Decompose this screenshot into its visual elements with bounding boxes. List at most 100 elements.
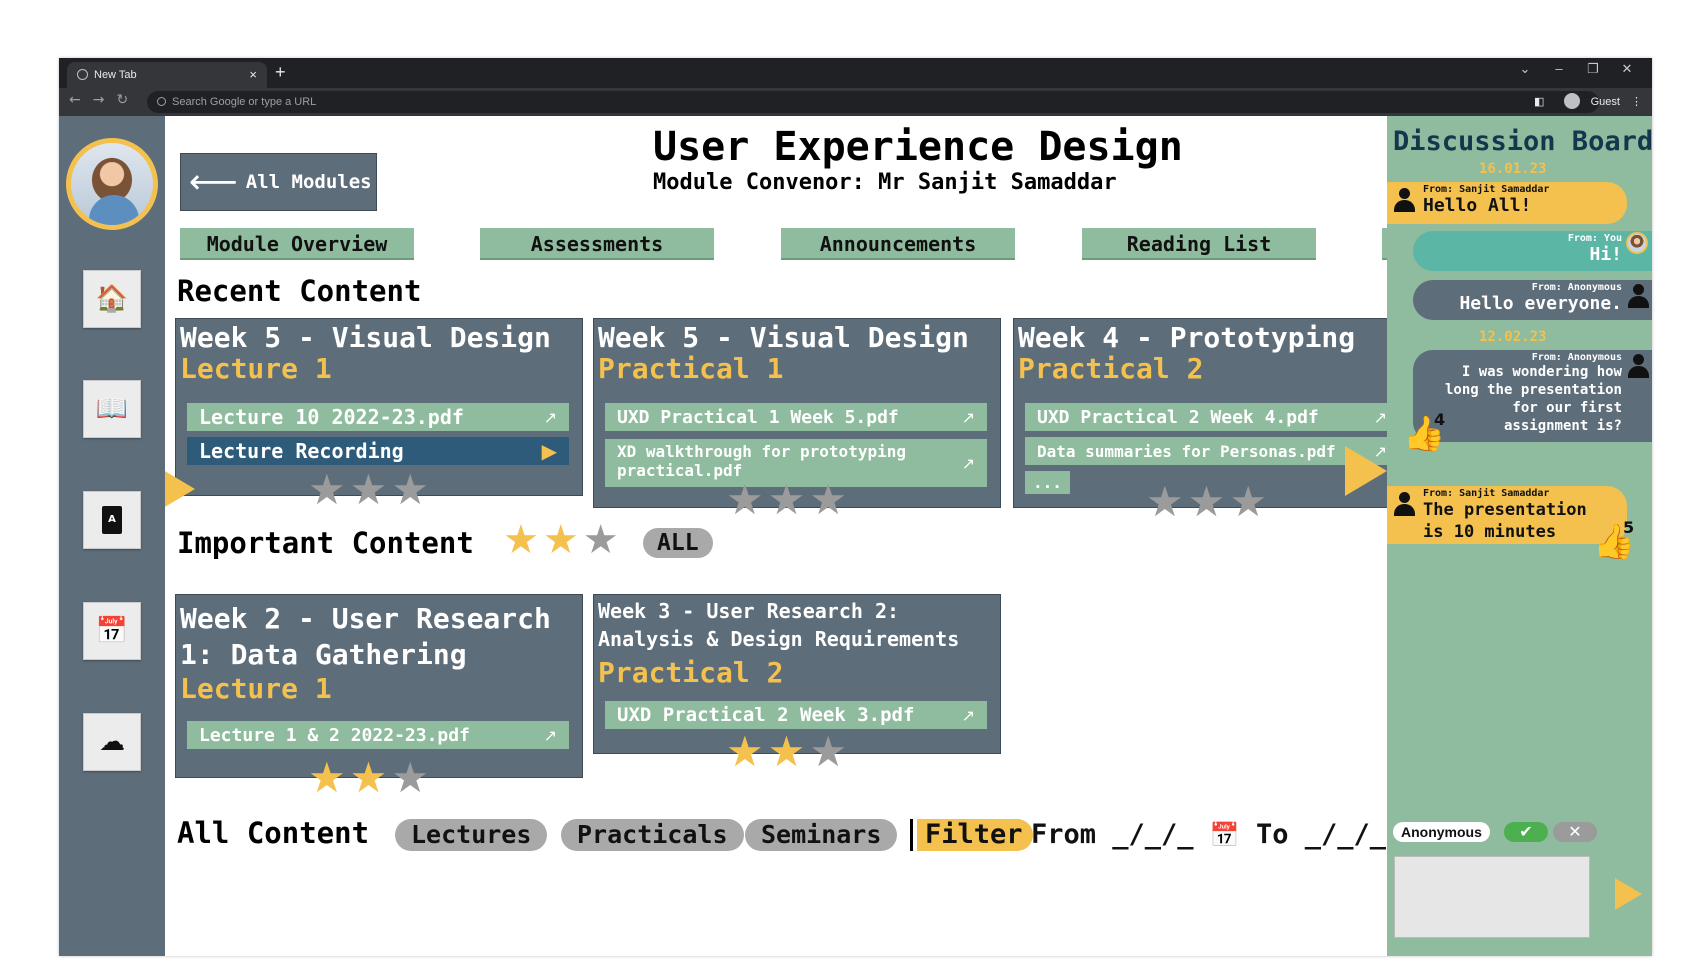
star-icon[interactable]: ★ xyxy=(1146,477,1188,526)
star-icon[interactable]: ★ xyxy=(391,753,433,802)
forward-arrow-icon[interactable]: → xyxy=(92,92,105,108)
message-body: Hi! xyxy=(1589,244,1622,265)
star-icon[interactable]: ★ xyxy=(503,517,543,563)
star-icon[interactable]: ★ xyxy=(582,517,623,563)
star-icon[interactable]: ★ xyxy=(308,753,350,802)
star-icon[interactable]: ★ xyxy=(391,465,433,514)
from-date-field[interactable]: From _/_/_ xyxy=(1031,819,1194,850)
scroll-right-arrow[interactable] xyxy=(1345,446,1387,496)
cloud-upload-icon[interactable]: ☁ xyxy=(83,713,141,771)
confirm-icon[interactable]: ✔ xyxy=(1504,822,1548,842)
star-icon[interactable]: ★ xyxy=(1187,477,1230,526)
star-icon[interactable]: ★ xyxy=(308,465,350,514)
close-window-button[interactable]: ✕ xyxy=(1621,61,1633,76)
message-sender: From: Anonymous xyxy=(1531,352,1622,363)
recent-card[interactable]: Week 4 - Prototyping Practical 2 UXD Pra… xyxy=(1013,318,1387,523)
new-tab-button[interactable]: + xyxy=(275,62,286,82)
tab-close-icon[interactable]: × xyxy=(249,67,257,82)
card-title-line: Analysis & Design Requirements xyxy=(598,627,960,651)
filter-button[interactable]: Filter xyxy=(917,819,1033,851)
card-title: Week 5 - Visual Design xyxy=(598,321,969,354)
rating-stars[interactable]: ★★★ xyxy=(726,731,851,773)
omnibox[interactable]: Search Google or type a URL xyxy=(147,91,1599,113)
star-icon[interactable]: ★ xyxy=(349,465,392,514)
star-icon[interactable]: ★ xyxy=(767,727,810,776)
lectures-filter-pill[interactable]: Lectures xyxy=(395,819,548,851)
star-icon[interactable]: ★ xyxy=(349,753,392,802)
important-card[interactable]: Week 2 - User Research 1: Data Gathering… xyxy=(175,594,583,799)
importance-filter-stars[interactable]: ★★★ xyxy=(503,520,623,560)
dictionary-icon[interactable]: A xyxy=(83,491,141,549)
file-link[interactable]: UXD Practical 2 Week 4.pdf↗ xyxy=(1025,403,1387,431)
close-icon[interactable]: ✕ xyxy=(1553,822,1597,842)
star-icon[interactable]: ★ xyxy=(726,475,768,524)
file-link[interactable]: XD walkthrough for prototyping practical… xyxy=(605,439,987,487)
dictionary-glyph: A xyxy=(102,506,122,534)
browser-toolbar: ←→↻ Search Google or type a URL ◧ Guest … xyxy=(59,88,1652,116)
file-link[interactable]: Lecture 10 2022-23.pdf↗ xyxy=(187,403,569,431)
rating-stars[interactable]: ★★★ xyxy=(308,469,433,511)
important-card[interactable]: Week 3 - User Research 2: Analysis & Des… xyxy=(593,594,1001,773)
user-avatar[interactable] xyxy=(66,138,158,230)
message-input[interactable] xyxy=(1394,856,1590,938)
scroll-left-arrow[interactable] xyxy=(165,464,195,514)
search-icon xyxy=(157,97,166,106)
card-title-line: Week 2 - User Research xyxy=(180,602,551,635)
minimize-button[interactable]: – xyxy=(1555,61,1563,76)
recent-card[interactable]: Week 5 - Visual Design Practical 1 UXD P… xyxy=(593,318,1001,521)
back-arrow-icon[interactable]: ← xyxy=(69,92,81,108)
tab-reading-list[interactable]: Reading List xyxy=(1082,228,1316,260)
side-panel-icon[interactable]: ◧ xyxy=(1534,96,1545,108)
star-icon[interactable]: ★ xyxy=(726,727,768,776)
book-icon[interactable]: 📖 xyxy=(83,380,141,438)
star-icon[interactable]: ★ xyxy=(809,727,851,776)
calendar-picker-icon[interactable]: 📅 xyxy=(1209,821,1240,849)
lecture-recording-link[interactable]: Lecture Recording▶ xyxy=(187,437,569,465)
all-modules-button[interactable]: ⟵All Modules xyxy=(180,153,377,211)
rating-stars[interactable]: ★★★ xyxy=(308,757,433,799)
cloud-glyph: ☁ xyxy=(99,727,125,757)
message-sender: From: You xyxy=(1567,233,1622,244)
to-date-field[interactable]: To _/_/_ xyxy=(1255,819,1387,850)
file-link[interactable]: Data summaries for Personas.pdf↗ xyxy=(1025,437,1387,465)
file-link[interactable]: UXD Practical 2 Week 3.pdf↗ xyxy=(605,701,987,729)
seminars-filter-pill[interactable]: Seminars xyxy=(745,819,898,851)
more-files-button[interactable]: ... xyxy=(1025,471,1070,494)
avatar-shirt xyxy=(89,195,139,225)
rating-stars[interactable]: ★★★ xyxy=(1146,481,1271,523)
send-icon[interactable] xyxy=(1615,878,1642,910)
thumbs-up-icon[interactable]: 👍 xyxy=(1403,414,1446,454)
home-icon[interactable]: 🏠 xyxy=(83,270,141,328)
thumbs-up-icon[interactable]: 👍 xyxy=(1593,522,1636,562)
restore-button[interactable]: ❐ xyxy=(1587,61,1599,76)
star-icon[interactable]: ★ xyxy=(767,475,810,524)
calendar-icon[interactable]: 📅 xyxy=(83,602,141,660)
guest-profile[interactable]: Guest xyxy=(1556,93,1620,109)
star-icon[interactable]: ★ xyxy=(542,517,583,563)
person-icon xyxy=(1393,188,1415,212)
browser-tab[interactable]: New Tab × xyxy=(67,62,267,88)
rating-stars[interactable]: ★★★ xyxy=(726,479,851,521)
card-title-line: Week 3 - User Research 2: xyxy=(598,599,900,623)
tab-overflow[interactable] xyxy=(1382,228,1387,260)
tab-assessments[interactable]: Assessments xyxy=(480,228,714,260)
file-link[interactable]: UXD Practical 1 Week 5.pdf↗ xyxy=(605,403,987,431)
recent-card[interactable]: Week 5 - Visual Design Lecture 1 Lecture… xyxy=(175,318,583,511)
message-bubble: From: Anonymous I was wondering how long… xyxy=(1413,350,1652,442)
reload-icon[interactable]: ↻ xyxy=(116,92,129,108)
external-link-icon: ↗ xyxy=(543,407,557,427)
like-count: 5 xyxy=(1623,518,1635,537)
star-icon[interactable]: ★ xyxy=(809,475,851,524)
calendar-glyph: 📅 xyxy=(95,616,129,646)
menu-kebab-icon[interactable]: ⋮ xyxy=(1631,96,1642,108)
left-sidebar: 🏠 📖 A 📅 ☁ xyxy=(59,116,165,956)
tab-module-overview[interactable]: Module Overview xyxy=(180,228,414,260)
home-glyph: 🏠 xyxy=(95,284,129,314)
tab-search-icon[interactable]: ⌄ xyxy=(1519,61,1531,76)
star-icon[interactable]: ★ xyxy=(1229,477,1271,526)
file-link[interactable]: Lecture 1 & 2 2022-23.pdf↗ xyxy=(187,721,569,749)
practicals-filter-pill[interactable]: Practicals xyxy=(561,819,744,851)
anonymous-toggle[interactable]: Anonymous xyxy=(1393,822,1490,842)
tab-announcements[interactable]: Announcements xyxy=(781,228,1015,260)
all-filter-button[interactable]: ALL xyxy=(643,528,713,558)
